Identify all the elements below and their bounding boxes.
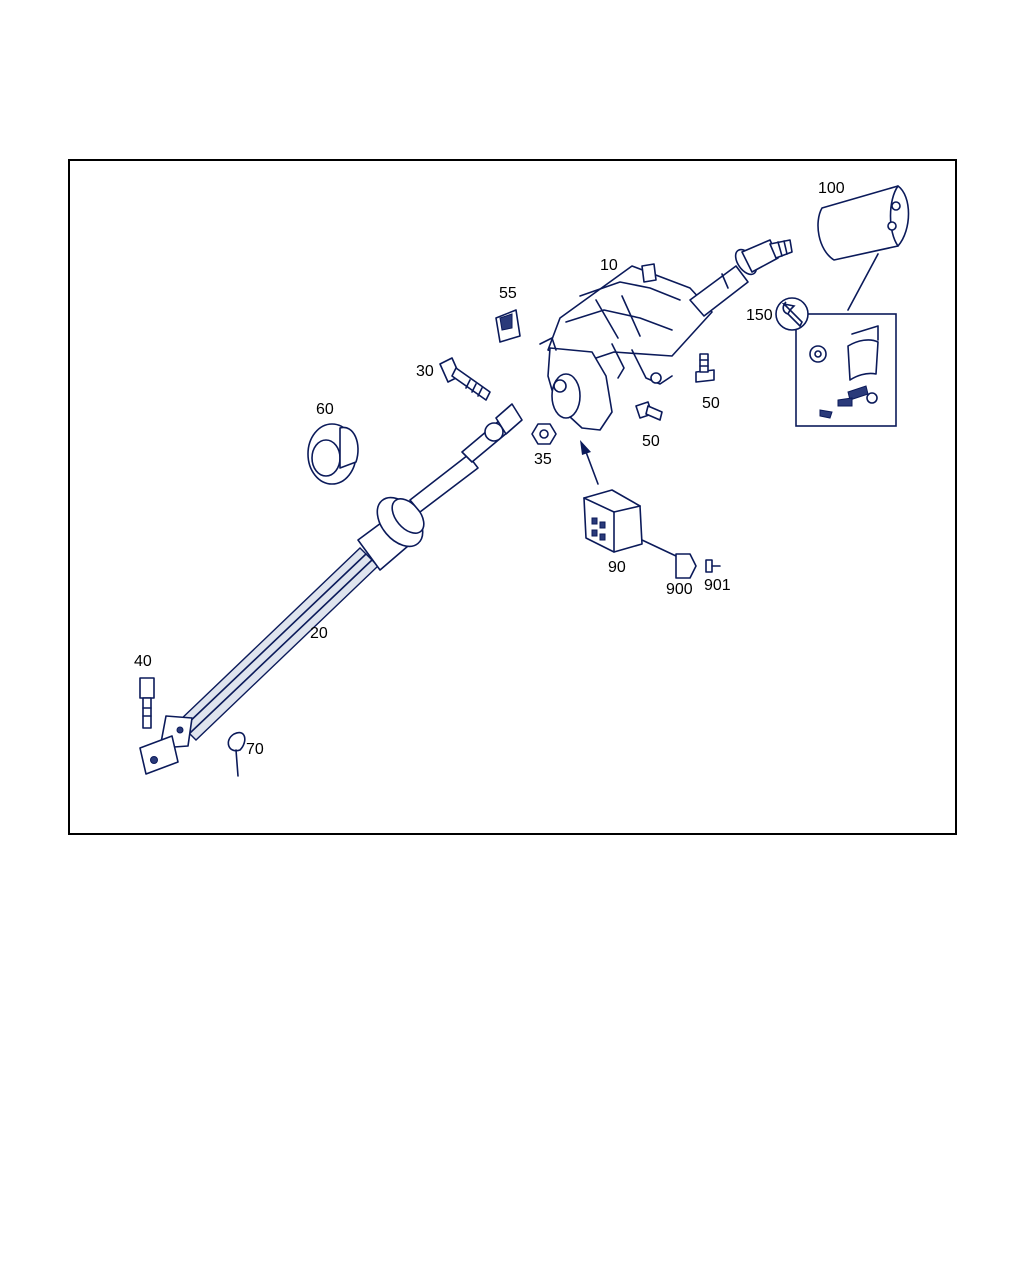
part-50-bolt-upper[interactable] bbox=[695, 353, 715, 383]
label-90: 90 bbox=[608, 559, 626, 576]
label-150: 150 bbox=[746, 307, 773, 324]
part-30-bolt[interactable] bbox=[439, 357, 491, 401]
label-900: 900 bbox=[666, 581, 693, 598]
label-40: 40 bbox=[134, 653, 152, 670]
label-901: 901 bbox=[704, 577, 731, 594]
part-35-nut[interactable] bbox=[531, 423, 557, 445]
label-100: 100 bbox=[818, 180, 845, 197]
part-100-cover[interactable] bbox=[817, 185, 910, 261]
label-35: 35 bbox=[534, 451, 552, 468]
part-60-grommet[interactable] bbox=[307, 423, 359, 485]
label-10: 10 bbox=[600, 257, 618, 274]
part-150-kit-contents[interactable] bbox=[809, 325, 879, 419]
assembly-arrow bbox=[580, 440, 599, 485]
part-10-steering-column[interactable] bbox=[539, 239, 793, 431]
part-90-module[interactable] bbox=[583, 489, 677, 557]
label-20: 20 bbox=[310, 625, 328, 642]
part-900-connector[interactable] bbox=[675, 553, 697, 579]
part-70-cable-tie[interactable] bbox=[227, 731, 246, 777]
label-50-lower: 50 bbox=[642, 433, 660, 450]
label-30: 30 bbox=[416, 363, 434, 380]
part-55-clip[interactable] bbox=[495, 309, 521, 343]
diagram-frame bbox=[68, 159, 957, 835]
part-20-intermediate-shaft[interactable] bbox=[139, 403, 523, 775]
kit-box bbox=[795, 313, 897, 427]
part-40-bolt[interactable] bbox=[139, 677, 155, 729]
part-901-pin[interactable] bbox=[705, 559, 721, 573]
kit-leader-line bbox=[847, 253, 879, 311]
label-70: 70 bbox=[246, 741, 264, 758]
wrench-icon bbox=[775, 297, 809, 331]
label-60: 60 bbox=[316, 401, 334, 418]
part-50-bolt-lower[interactable] bbox=[635, 401, 663, 421]
label-55: 55 bbox=[499, 285, 517, 302]
label-50-upper: 50 bbox=[702, 395, 720, 412]
